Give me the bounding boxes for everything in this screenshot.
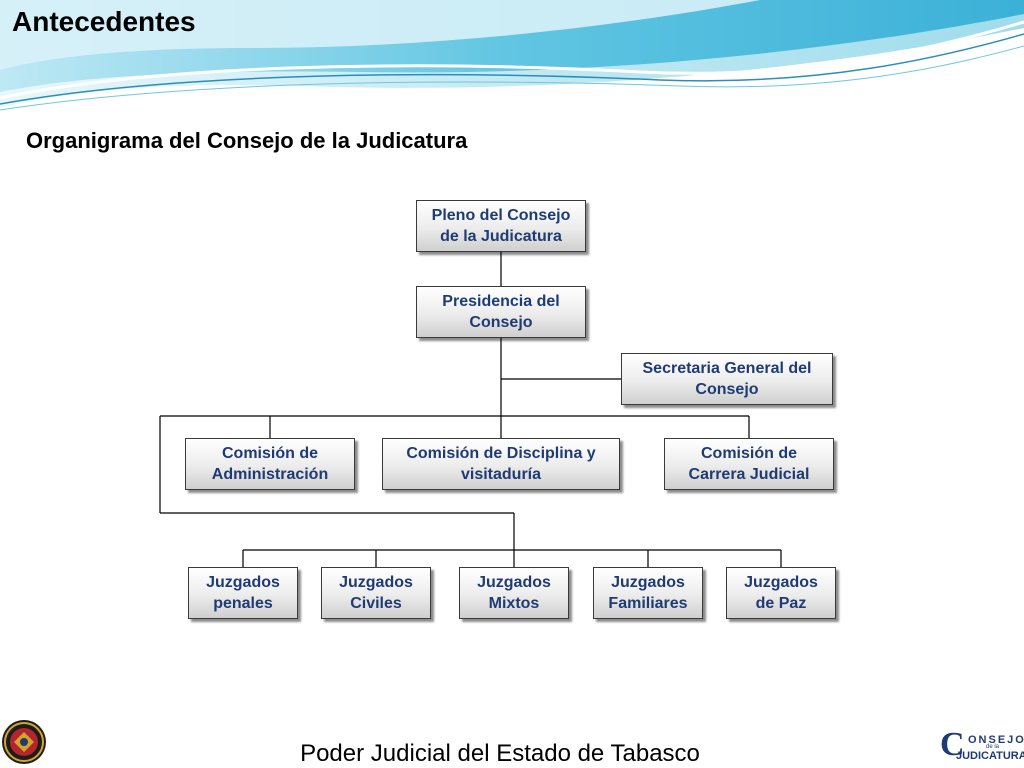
org-box-comision-disciplina-label: Comisión de Disciplina y visitaduría <box>406 445 596 483</box>
org-box-juzgados-civiles-label: Juzgados Civiles <box>339 574 413 612</box>
slide-title: Antecedentes <box>12 6 196 37</box>
org-box-presidencia: Presidencia del Consejo <box>416 286 586 338</box>
logo-initial: C <box>940 726 965 763</box>
org-box-juzgados-paz-label: Juzgados de Paz <box>744 574 818 612</box>
org-chart-title: Organigrama del Consejo de la Judicatura <box>26 128 468 153</box>
consejo-judicatura-logo: C ONSEJO de la JUDICATURA <box>938 728 1024 768</box>
org-box-juzgados-paz: Juzgados de Paz <box>726 567 836 619</box>
tabasco-judicial-seal-icon <box>2 720 46 764</box>
org-box-secretaria-label: Secretaria General del Consejo <box>642 360 812 398</box>
footer-institution-name: Poder Judicial del Estado de Tabasco <box>300 740 700 767</box>
org-box-juzgados-civiles: Juzgados Civiles <box>321 567 431 619</box>
org-box-secretaria-general: Secretaria General del Consejo <box>621 353 833 405</box>
org-box-juzgados-penales-label: Juzgados penales <box>206 574 280 612</box>
org-box-pleno: Pleno del Consejo de la Judicatura <box>416 200 586 252</box>
logo-word-de-la: de la <box>986 744 1000 750</box>
org-box-juzgados-familiares-label: Juzgados Familiares <box>608 574 688 612</box>
logo-word-consejo: ONSEJO <box>968 734 1024 746</box>
org-box-juzgados-familiares: Juzgados Familiares <box>593 567 703 619</box>
org-box-comision-carrera: Comisión de Carrera Judicial <box>664 438 834 490</box>
org-box-presidencia-label: Presidencia del Consejo <box>442 293 560 331</box>
org-box-comision-disciplina: Comisión de Disciplina y visitaduría <box>382 438 620 490</box>
header-wave-decoration <box>0 0 1024 111</box>
logo-word-judicatura: JUDICATURA <box>956 750 1024 762</box>
org-box-juzgados-mixtos: Juzgados Mixtos <box>459 567 569 619</box>
org-box-comision-carrera-label: Comisión de Carrera Judicial <box>688 445 810 483</box>
org-box-comision-administracion: Comisión de Administración <box>185 438 355 490</box>
org-box-pleno-label: Pleno del Consejo de la Judicatura <box>431 207 571 245</box>
org-box-comision-administracion-label: Comisión de Administración <box>211 445 329 483</box>
org-box-juzgados-mixtos-label: Juzgados Mixtos <box>477 574 551 612</box>
org-box-juzgados-penales: Juzgados penales <box>188 567 298 619</box>
